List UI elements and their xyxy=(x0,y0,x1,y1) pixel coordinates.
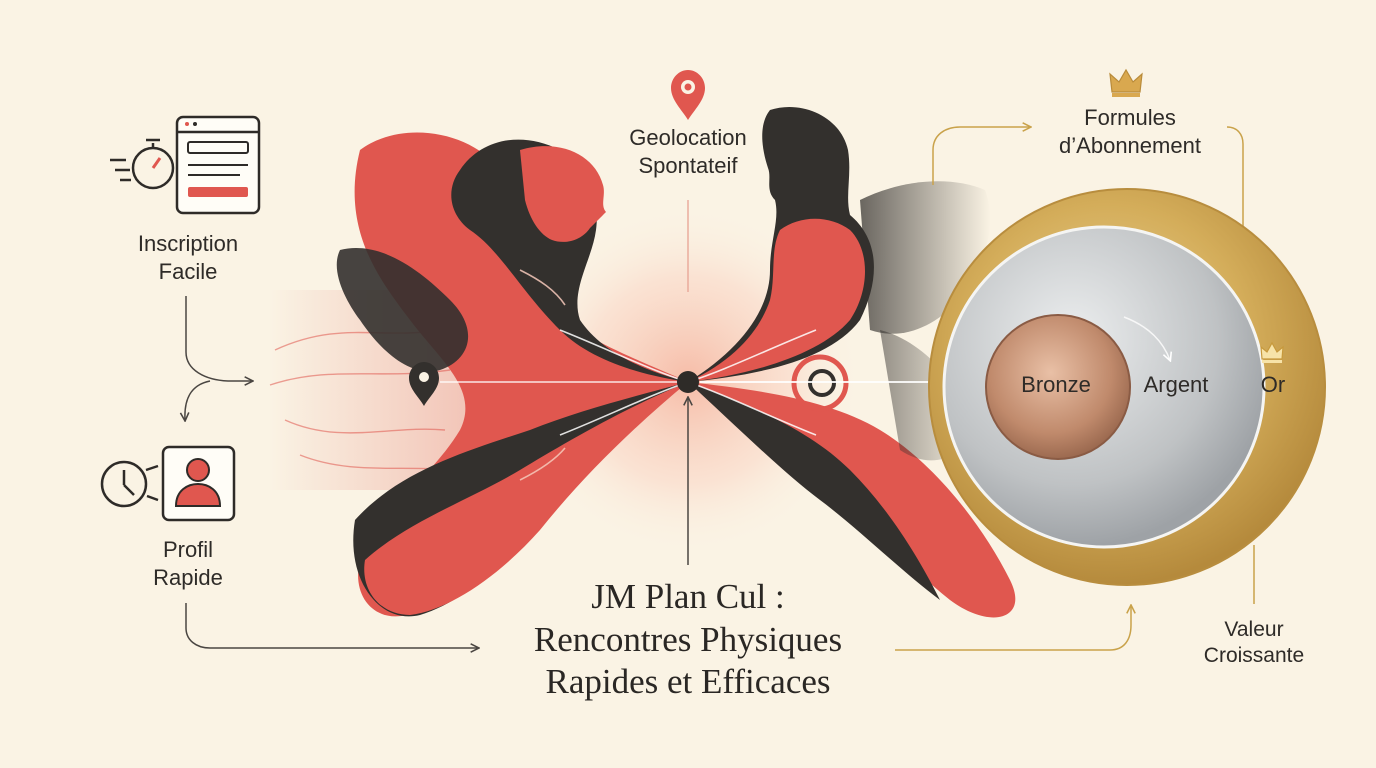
profile-label-line2: Rapide xyxy=(153,564,223,590)
left-flow-arrows xyxy=(185,296,478,648)
subscriptions-heading: Formules d’Abonnement xyxy=(1030,104,1230,159)
subscriptions-heading-line1: Formules xyxy=(1084,105,1176,130)
clock-icon xyxy=(100,460,159,508)
geolocation-label-line1: Geolocation xyxy=(629,125,747,150)
signup-label: Inscription Facile xyxy=(108,230,268,285)
woman-silhouette xyxy=(336,132,688,617)
signup-form-icon xyxy=(175,115,261,215)
main-title: JM Plan Cul : Rencontres Physiques Rapid… xyxy=(470,576,906,704)
main-title-line2: Rencontres Physiques xyxy=(533,619,843,659)
subscriptions-heading-line2: d’Abonnement xyxy=(1059,132,1201,158)
small-crown-icon xyxy=(1260,341,1284,363)
stopwatch-icon xyxy=(110,138,175,190)
tier-silver-label: Argent xyxy=(1143,372,1209,397)
profile-label: Profil Rapide xyxy=(108,536,268,591)
central-match-point xyxy=(677,371,699,393)
subscription-tiers xyxy=(928,188,1326,586)
signup-label-line2: Facile xyxy=(158,258,218,284)
value-label: Valeur Croissante xyxy=(1184,617,1324,670)
left-location-pin-icon xyxy=(409,362,439,406)
signup-label-line1: Inscription xyxy=(137,231,239,256)
profile-label-line1: Profil xyxy=(162,537,214,562)
tier-bronze-label: Bronze xyxy=(1021,372,1091,397)
main-title-line3: Rapides et Efficaces xyxy=(545,662,831,702)
geolocation-label-line2: Spontateif xyxy=(638,152,738,178)
geolocation-label: Geolocation Spontateif xyxy=(598,124,778,179)
crown-icon xyxy=(1109,68,1143,97)
top-location-pin-icon xyxy=(671,70,705,120)
tier-bronze-disc xyxy=(985,314,1131,460)
value-label-line1: Valeur xyxy=(1224,618,1284,641)
tier-gold-label: Or xyxy=(1260,372,1286,397)
value-label-line2: Croissante xyxy=(1203,644,1305,668)
main-title-line1: JM Plan Cul : xyxy=(591,577,785,616)
profile-avatar-icon xyxy=(161,445,236,522)
